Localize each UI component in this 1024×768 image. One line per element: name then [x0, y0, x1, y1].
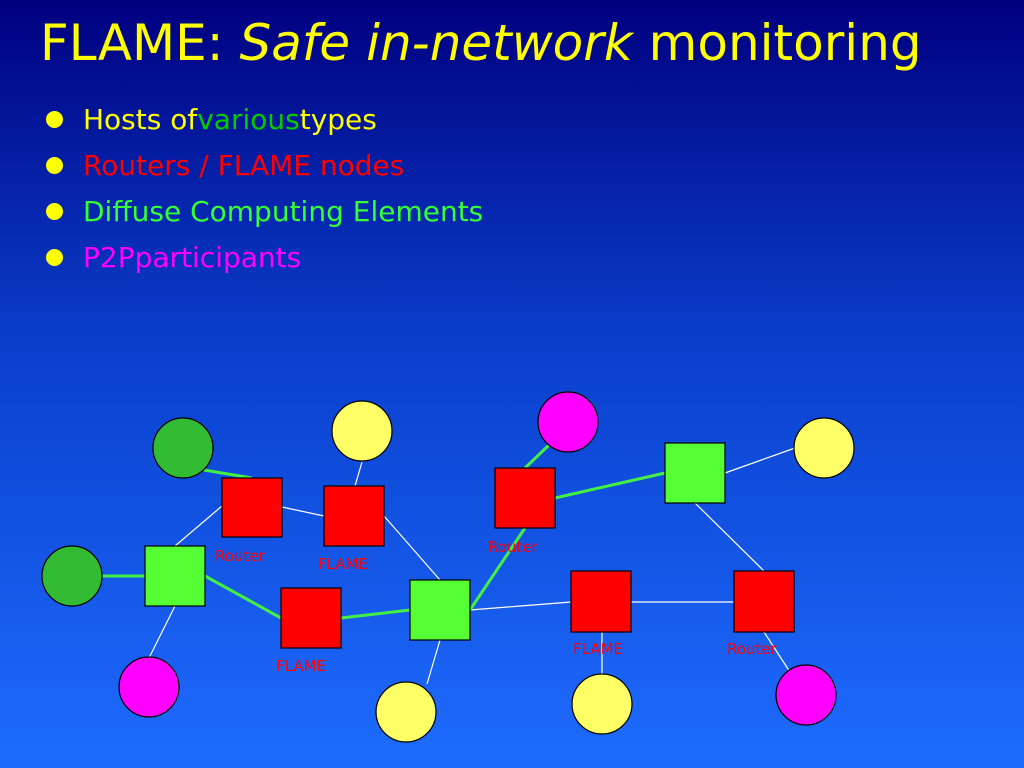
label-router-1: Router [215, 547, 266, 565]
bullet-dot-icon [46, 156, 63, 174]
link [523, 443, 551, 470]
bullet-p2p-text-1: P2P [83, 240, 135, 274]
host-yellow [375, 681, 437, 743]
bullet-p2p-text-2: participants [134, 240, 302, 274]
slide-title: FLAME: Safe in-network monitoring [40, 14, 922, 72]
bullet-dot-icon [46, 202, 63, 220]
flame-node [323, 485, 385, 547]
router-node [494, 467, 556, 529]
link [203, 468, 253, 480]
label-router-3: Router [727, 640, 778, 658]
router-node [733, 570, 795, 633]
host-magenta [118, 656, 180, 718]
dce-nodes [144, 442, 726, 641]
link [724, 447, 796, 474]
bullet-routers-text: Routers / FLAME nodes [83, 148, 405, 182]
link [383, 515, 441, 581]
white-links [148, 447, 796, 685]
link [204, 574, 282, 620]
green-links [102, 443, 666, 620]
label-flame-3: FLAME [573, 640, 623, 658]
host-magenta [537, 391, 599, 453]
host-yellow [571, 673, 633, 735]
link [468, 527, 527, 611]
flame-node [280, 587, 342, 649]
bullet-routers: Routers / FLAME nodes [46, 142, 483, 188]
link [554, 471, 666, 500]
bullet-hosts-text-1: Hosts of [83, 102, 198, 136]
link [694, 502, 765, 572]
label-flame-1: FLAME [318, 555, 368, 573]
title-part-safe: Safe [239, 14, 367, 72]
link [763, 631, 791, 673]
bullet-p2p: P2P participants [46, 234, 483, 280]
link [340, 608, 411, 620]
bullet-list: Hosts of various types Routers / FLAME n… [46, 96, 483, 280]
router-node [221, 477, 283, 538]
bullet-dot-icon [46, 110, 63, 128]
title-part-flame: FLAME: [40, 14, 240, 72]
title-part-in-network: in-network [366, 14, 633, 72]
bullet-hosts: Hosts of various types [46, 96, 483, 142]
link [354, 461, 363, 487]
bullet-dce-text: Diffuse Computing Elements [83, 194, 484, 228]
link [174, 505, 223, 547]
label-router-2: Router [488, 538, 539, 556]
bullet-dot-icon [46, 248, 63, 266]
dce-node [409, 579, 471, 641]
host-magenta [775, 664, 837, 726]
flame-node [570, 570, 632, 633]
host-green [41, 545, 103, 607]
bullet-hosts-text-3: types [299, 102, 377, 136]
label-flame-2: FLAME [276, 657, 326, 675]
link [148, 605, 176, 659]
routers [221, 467, 795, 649]
bullet-dce: Diffuse Computing Elements [46, 188, 483, 234]
host-yellow [331, 400, 393, 462]
bullet-hosts-text-2: various [197, 102, 300, 136]
host-yellow [793, 417, 855, 479]
dce-node [144, 545, 206, 607]
title-part-monitoring: monitoring [632, 14, 922, 72]
link [281, 506, 325, 517]
hosts [41, 391, 855, 743]
link [469, 601, 572, 611]
host-green [152, 417, 214, 479]
dce-node [664, 442, 726, 504]
link [426, 639, 441, 685]
node-labels: Router FLAME Router FLAME FLAME Router [215, 538, 778, 675]
